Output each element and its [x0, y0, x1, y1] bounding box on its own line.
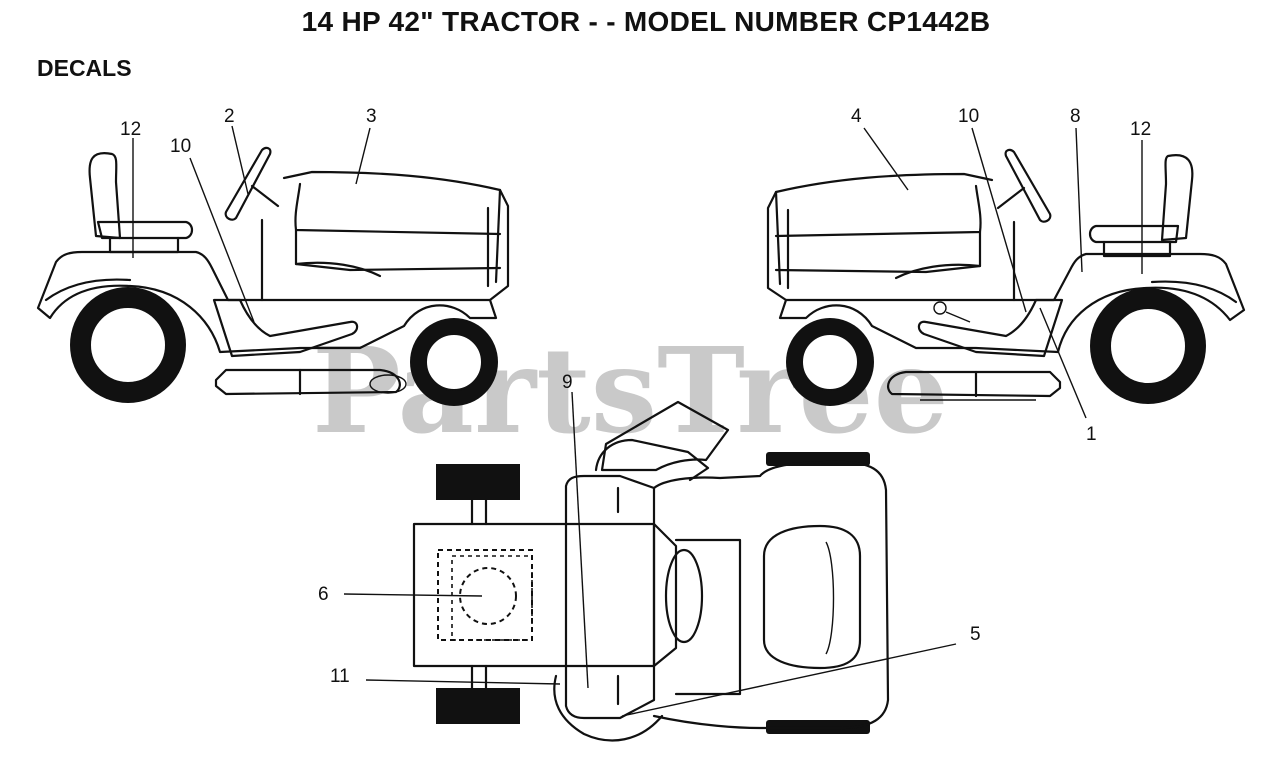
tractor-right-side-view: 4 10 8 12 1 [766, 106, 1246, 445]
page-title: 14 HP 42" TRACTOR - - MODEL NUMBER CP144… [301, 6, 991, 37]
callout-10-right: 10 [958, 106, 979, 127]
section-title: DECALS [37, 55, 132, 81]
callout-4: 4 [851, 106, 862, 127]
callout-11: 11 [330, 666, 350, 687]
tractor-left-side-view: 12 10 2 3 [36, 106, 510, 406]
callout-3: 3 [366, 106, 377, 127]
callout-12-right: 12 [1130, 119, 1151, 140]
callout-5: 5 [970, 624, 981, 645]
callout-6: 6 [318, 584, 329, 605]
tractor-top-view: 9 6 5 11 [318, 372, 981, 742]
callout-9: 9 [562, 372, 573, 393]
callout-12-left: 12 [120, 119, 141, 140]
callout-2: 2 [224, 106, 235, 127]
callout-8: 8 [1070, 106, 1081, 127]
callout-10-left: 10 [170, 136, 191, 157]
callout-1: 1 [1086, 424, 1097, 445]
